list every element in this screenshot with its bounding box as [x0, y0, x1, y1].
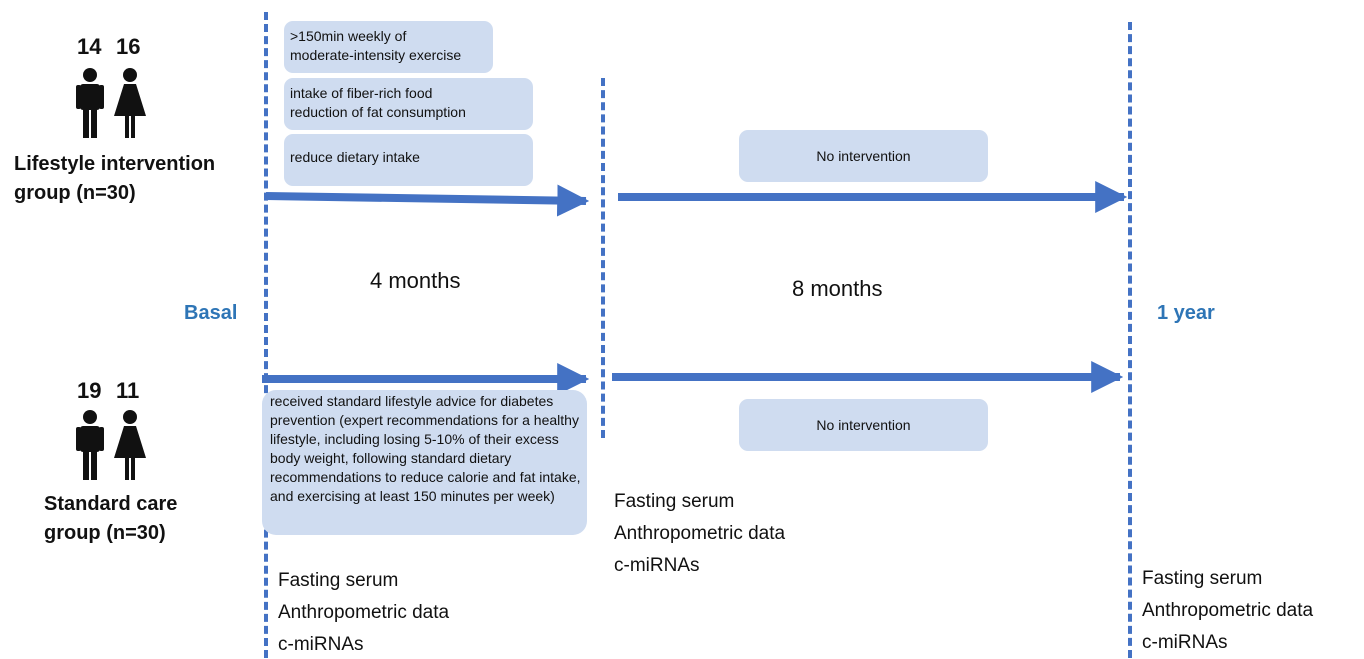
phase2-duration: 8 months: [792, 276, 883, 301]
basal-measure-2: Anthropometric data: [278, 602, 450, 623]
female-icon: [114, 68, 146, 138]
standard-no-intervention: No intervention: [739, 399, 988, 451]
basal-measure-1: Fasting serum: [278, 570, 399, 591]
male-icon: [76, 68, 104, 138]
standard-people-icon: [76, 410, 146, 480]
male-icon: [76, 410, 104, 480]
intervention-fiber: intake of fiber-rich food reduction of f…: [284, 78, 533, 130]
intervention-exercise: >150min weekly of moderate-intensity exe…: [284, 21, 493, 73]
one-year-measurements: Fasting serum Anthropometric data c-miRN…: [1142, 564, 1313, 657]
basal-dashed-line: [264, 12, 268, 658]
four-months-measurements: Fasting serum Anthropometric data c-miRN…: [614, 487, 785, 580]
lifestyle-arrow-phase1: [265, 184, 590, 217]
standard-group-label-2: group (n=30): [44, 522, 166, 544]
phase1-duration: 4 months: [370, 268, 461, 293]
basal-measurements: Fasting serum Anthropometric data c-miRN…: [278, 566, 449, 659]
four-months-dashed-line: [601, 78, 605, 438]
one-year-measure-2: Anthropometric data: [1142, 600, 1314, 621]
lifestyle-no-intervention: No intervention: [739, 130, 988, 182]
standard-female-count: 11: [116, 378, 140, 403]
lifestyle-female-count: 16: [116, 34, 141, 59]
basal-measure-3: c-miRNAs: [278, 634, 364, 655]
four-months-measure-2: Anthropometric data: [614, 523, 786, 544]
four-months-measure-1: Fasting serum: [614, 491, 735, 512]
standard-group-label-1: Standard care: [44, 493, 178, 515]
standard-advice: received standard lifestyle advice for d…: [262, 390, 587, 535]
female-icon: [114, 410, 146, 480]
four-months-measure-3: c-miRNAs: [614, 555, 700, 576]
basal-label: Basal: [184, 302, 238, 324]
standard-male-count: 19: [77, 378, 102, 403]
lifestyle-people-icon: [76, 68, 146, 138]
intervention-diet: reduce dietary intake: [284, 134, 533, 186]
one-year-measure-1: Fasting serum: [1142, 568, 1263, 589]
one-year-dashed-line: [1128, 22, 1132, 658]
one-year-label: 1 year: [1157, 302, 1215, 324]
lifestyle-group-label-1: Lifestyle intervention: [14, 153, 216, 175]
lifestyle-group-label-2: group (n=30): [14, 182, 136, 204]
lifestyle-male-count: 14: [77, 34, 102, 59]
one-year-measure-3: c-miRNAs: [1142, 632, 1228, 653]
